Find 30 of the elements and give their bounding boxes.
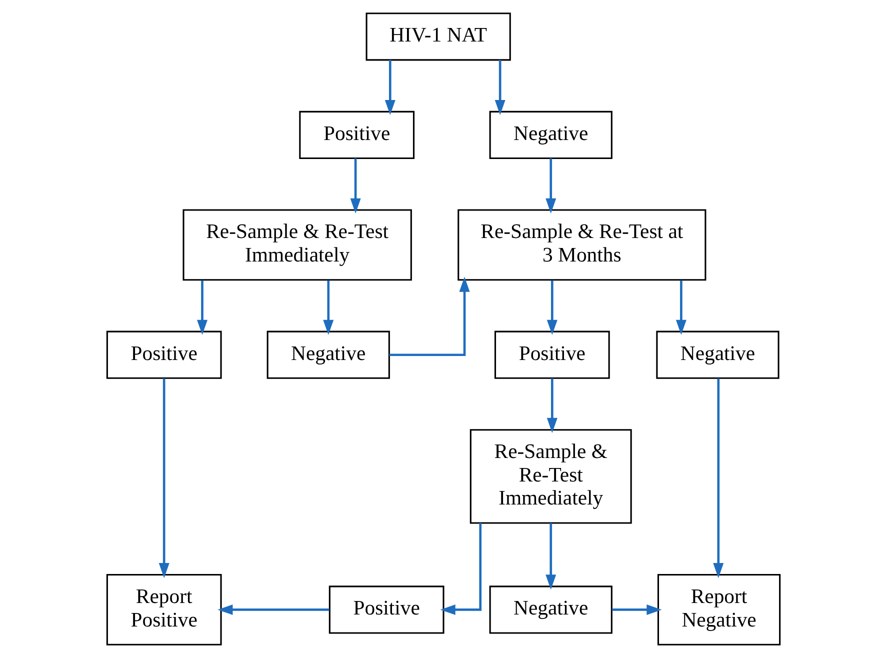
node-box: Negative [266, 330, 390, 379]
node-box: Positive [106, 330, 222, 379]
arrow [158, 378, 170, 578]
node-box: Re-Sample & Re-Test Immediately [470, 429, 632, 524]
node-box: Re-Sample & Re-Test Immediately [182, 209, 412, 281]
arrow [713, 378, 724, 578]
node-box: Positive [328, 586, 444, 634]
arrow [350, 158, 361, 214]
node-box: HIV-1 NAT [366, 12, 511, 61]
node-box: Report Negative [657, 574, 781, 646]
arrow [546, 158, 556, 214]
arrow [494, 60, 506, 116]
node-box: Re-Sample & Re-Test at 3 Months [458, 209, 706, 281]
arrow [218, 604, 330, 615]
node-box: Negative [489, 586, 612, 634]
arrow [546, 378, 558, 433]
arrow [546, 523, 556, 590]
node-box: Positive [494, 330, 610, 379]
node-box: Report Positive [106, 574, 222, 646]
node-box: Positive [299, 110, 415, 160]
arrow [676, 280, 686, 335]
arrow [384, 60, 396, 116]
node-box: Negative [489, 110, 612, 160]
arrow [389, 276, 470, 356]
arrow [440, 523, 482, 615]
arrow [323, 280, 334, 335]
arrow [546, 280, 558, 335]
arrow [196, 280, 208, 335]
node-box: Negative [656, 330, 780, 379]
arrow [612, 604, 662, 615]
